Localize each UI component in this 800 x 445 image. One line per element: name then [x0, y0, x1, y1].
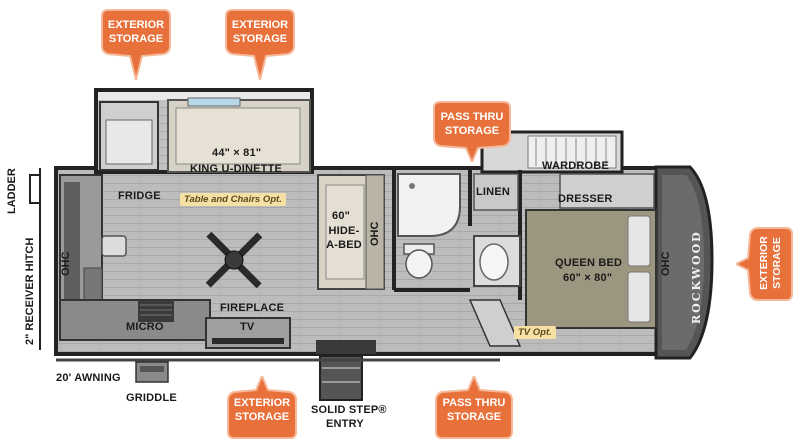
bedroom-door	[468, 299, 522, 347]
exterior-storage-label: EXTERIOR STORAGE	[233, 397, 291, 423]
hide-a-bed-name-label: HIDE-A-BED	[326, 225, 362, 251]
hide-a-bed-sofa	[317, 174, 385, 290]
receiver-hitch-label: 2" RECEIVER HITCH	[24, 237, 36, 345]
fireplace-label: FIREPLACE	[220, 302, 285, 314]
ohc-rear-label: OHC	[60, 251, 72, 276]
toilet	[403, 243, 435, 279]
tv-option-tag: TV Opt.	[514, 326, 556, 339]
entry-door	[316, 340, 376, 354]
shower	[397, 173, 461, 237]
hide-a-bed-size-label: 60"	[332, 210, 351, 222]
linen-label: LINEN	[476, 186, 510, 198]
kitchen	[59, 174, 211, 341]
entry-label: ENTRY	[326, 418, 364, 430]
ohc-hide-a-bed-label: OHC	[369, 221, 381, 246]
tv-label: TV	[240, 321, 255, 333]
ladder-rail	[29, 168, 41, 350]
wardrobe-label: WARDROBE	[542, 160, 609, 172]
bath-sink	[473, 235, 521, 287]
griddle-label: GRIDDLE	[126, 392, 177, 404]
ladder-label: LADDER	[6, 168, 18, 214]
dinette-size-label: 44" × 81"	[212, 147, 262, 159]
ceiling-fan	[205, 231, 263, 289]
u-dinette	[167, 97, 311, 173]
micro-label: MICRO	[126, 321, 164, 333]
dresser-unit	[559, 173, 655, 209]
pass-thru-storage-label: PASS THRU STORAGE	[442, 397, 506, 423]
exterior-storage-label: EXTERIOR STORAGE	[758, 236, 783, 290]
dinette-name-label: KING U-DINETTE	[190, 163, 283, 175]
ohc-front-label: OHC	[660, 251, 672, 276]
fridge-label: FRIDGE	[118, 190, 161, 202]
pass-thru-storage-label: PASS THRU STORAGE	[440, 111, 504, 137]
exterior-storage-label: EXTERIOR STORAGE	[231, 19, 289, 45]
entry-steps	[319, 355, 363, 401]
griddle-unit	[135, 361, 169, 383]
dresser-label: DRESSER	[558, 193, 613, 205]
solid-step-label: SOLID STEP®	[311, 404, 387, 416]
exterior-storage-label: EXTERIOR STORAGE	[107, 19, 165, 45]
table-chairs-option-tag: Table and Chairs Opt.	[180, 193, 286, 206]
awning-label: 20' AWNING	[56, 372, 121, 384]
queen-bed-size-label: 60" × 80"	[563, 272, 613, 284]
queen-bed	[525, 209, 657, 329]
queen-bed-name-label: QUEEN BED	[555, 257, 623, 269]
brand-logo: ROCKWOOD	[690, 230, 703, 324]
linen-cabinet	[473, 173, 519, 211]
